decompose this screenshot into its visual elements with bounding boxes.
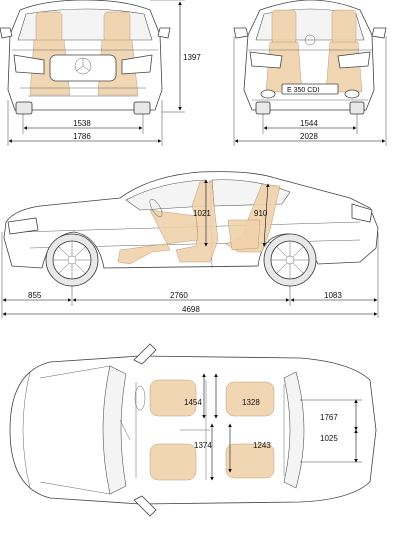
front-seat-top-left [149, 379, 197, 417]
rear-seat-side [227, 219, 261, 251]
rear-track-label: 1544 [300, 119, 318, 128]
headlight-left [13, 54, 45, 75]
windshield [102, 365, 127, 495]
rear-overhang-label: 1083 [324, 291, 342, 300]
rear-width-top-label: 1767 [320, 413, 338, 422]
wheelbase-label: 2760 [170, 291, 188, 300]
front-overhang-label: 855 [28, 291, 42, 300]
rear-seat-left [271, 9, 297, 45]
front-grille [49, 54, 117, 82]
rear-headroom-label: 910 [254, 209, 268, 218]
rear-plate-text: E 350 CDI [287, 87, 319, 94]
front-seat-top-right [149, 443, 197, 481]
front-headroom-label: 1021 [193, 209, 211, 218]
rear-seat-width-label: 1025 [320, 434, 338, 443]
headlight-right [121, 54, 153, 75]
front-width-label: 1786 [73, 132, 91, 141]
front-seat-left [35, 11, 63, 43]
rear-view: E 350 CDI 1544 2028 [233, 0, 387, 146]
steering-wheel-icon [149, 198, 163, 218]
side-view: 1021 910 855 2760 1083 4698 [1, 171, 379, 318]
taillight-left [249, 51, 283, 69]
rear-seat-right [331, 9, 357, 45]
overall-length-label: 4698 [182, 305, 200, 314]
rear-shoulder-label: 1328 [242, 398, 260, 407]
mercedes-star-icon [304, 34, 316, 46]
front-height-label: 1397 [183, 53, 201, 62]
steering-wheel-top-icon [134, 385, 146, 411]
taillight-right [337, 51, 371, 69]
front-view: 1397 1538 1786 [0, 0, 201, 146]
rear-seat-top-left [225, 381, 275, 417]
front-elbow-label: 1374 [194, 441, 212, 450]
side-mirror-right [133, 495, 157, 517]
exhaust-right [344, 89, 360, 99]
side-mirror-left [133, 343, 157, 365]
rear-elbow-label: 1243 [253, 441, 271, 450]
exhaust-left [260, 89, 276, 99]
top-view: 1454 1328 1374 1243 1767 1025 [9, 343, 377, 517]
side-headlight [7, 217, 39, 235]
side-taillight [351, 203, 373, 223]
rear-seat-top-right [225, 443, 275, 479]
rear-license-plate [281, 83, 339, 95]
front-track-label: 1538 [73, 119, 91, 128]
rear-width-label: 2028 [300, 132, 318, 141]
front-shoulder-label: 1454 [184, 398, 202, 407]
driver-legs [117, 209, 199, 265]
rear-window [283, 371, 305, 489]
front-seat-right [103, 11, 131, 43]
